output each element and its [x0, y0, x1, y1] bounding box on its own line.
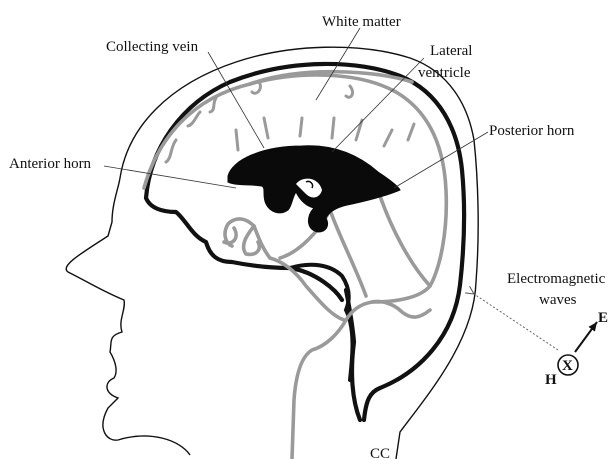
- lateral-ventricle: [228, 146, 400, 232]
- label-anterior-horn: Anterior horn: [9, 156, 92, 172]
- label-field-e: E: [598, 310, 608, 326]
- label-lateral-ventricle-line2: ventricle: [418, 65, 471, 81]
- e-field-arrow: [575, 322, 597, 352]
- label-cc: CC: [370, 446, 390, 459]
- field-vector-symbol: X E H: [545, 310, 608, 388]
- label-posterior-horn: Posterior horn: [489, 123, 575, 139]
- label-em-waves-line2: waves: [539, 292, 577, 308]
- label-collecting-vein: Collecting vein: [106, 39, 199, 55]
- label-white-matter: White matter: [322, 14, 401, 30]
- label-field-x: X: [562, 358, 573, 374]
- label-em-waves-line1: Electromagnetic: [507, 271, 606, 287]
- label-field-h: H: [545, 372, 557, 388]
- label-lateral-ventricle-line1: Lateral: [430, 43, 472, 59]
